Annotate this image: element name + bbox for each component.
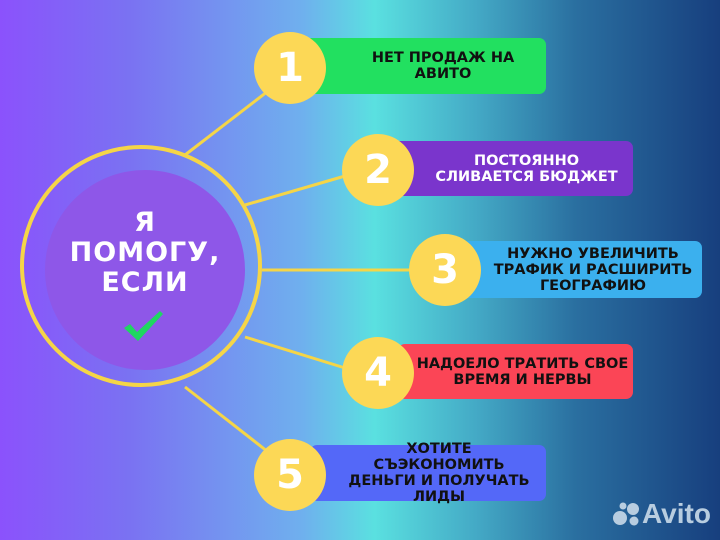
badge-number-1: 1	[276, 45, 304, 91]
item-text-1: НЕТ ПРОДАЖ НА АВИТО	[371, 50, 515, 82]
item-text-3: НУЖНО УВЕЛИЧИТЬ ТРАФИК И РАСШИРИТЬ ГЕОГР…	[493, 245, 693, 294]
center-ring	[20, 145, 262, 387]
badge-number-2: 2	[364, 147, 392, 193]
center-disk	[45, 170, 245, 370]
item-box-4: НАДОЕЛО ТРАТИТЬ СВОЕ ВРЕМЯ И НЕРВЫ	[398, 344, 633, 399]
number-badge-3: 3	[409, 234, 481, 306]
item-box-5: ХОТИТЕ СЪЭКОНОМИТЬ ДЕНЬГИ И ПОЛУЧАТЬ ЛИД…	[310, 441, 546, 505]
number-badge-2: 2	[342, 134, 414, 206]
item-box-1: НЕТ ПРОДАЖ НА АВИТО	[300, 38, 546, 94]
item-text-5: ХОТИТЕ СЪЭКОНОМИТЬ ДЕНЬГИ И ПОЛУЧАТЬ ЛИД…	[348, 441, 530, 505]
item-box-3: НУЖНО УВЕЛИЧИТЬ ТРАФИК И РАСШИРИТЬ ГЕОГР…	[460, 241, 702, 298]
number-badge-5: 5	[254, 439, 326, 511]
avito-dots-icon	[613, 502, 639, 526]
center-heading-line2: ПОМОГУ,	[69, 237, 221, 268]
center-heading: Я ПОМОГУ, ЕСЛИ	[45, 208, 245, 298]
badge-number-5: 5	[276, 452, 304, 498]
number-badge-4: 4	[342, 337, 414, 409]
avito-wordmark: Avito	[642, 498, 711, 529]
item-text-2: ПОСТОЯННО СЛИВАЕТСЯ БЮДЖЕТ	[435, 152, 618, 185]
avito-watermark: Avito	[612, 498, 711, 530]
center-heading-line1: Я	[134, 207, 156, 238]
number-badge-1: 1	[254, 32, 326, 104]
item-box-2: ПОСТОЯННО СЛИВАЕТСЯ БЮДЖЕТ	[392, 141, 633, 196]
badge-number-4: 4	[364, 350, 392, 396]
badge-number-3: 3	[431, 247, 459, 293]
item-text-4: НАДОЕЛО ТРАТИТЬ СВОЕ ВРЕМЯ И НЕРВЫ	[416, 355, 629, 388]
checkmark-icon	[124, 311, 163, 341]
center-heading-line3: ЕСЛИ	[101, 267, 189, 298]
